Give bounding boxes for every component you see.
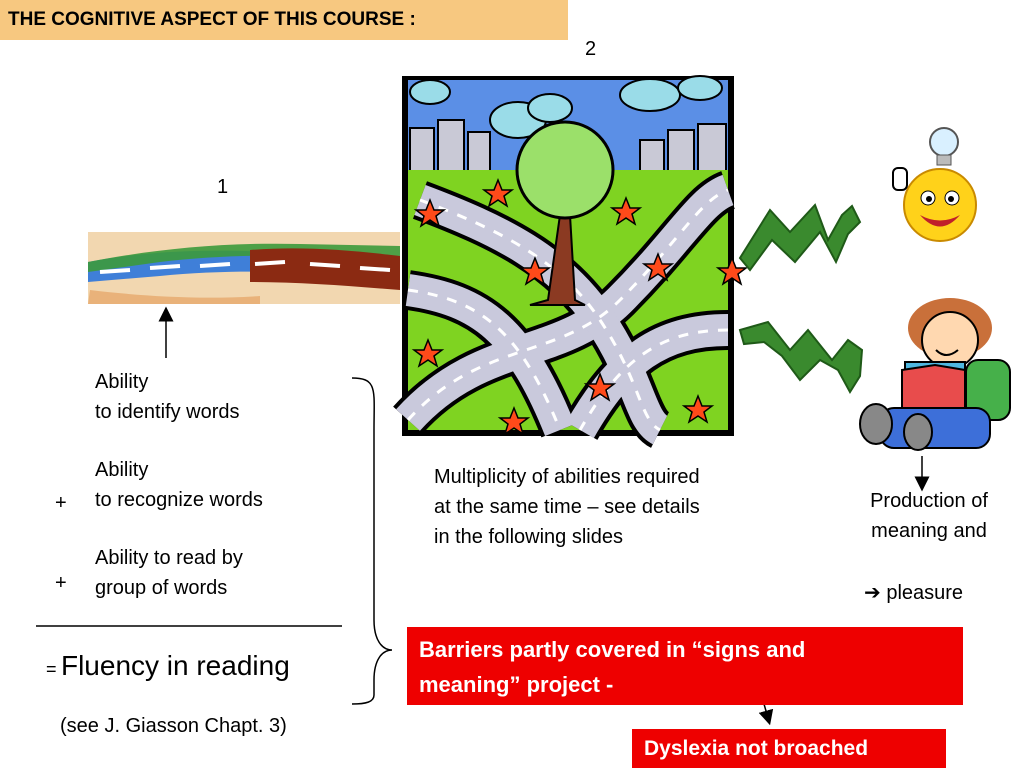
barrier-box: Barriers partly covered in “signs and me… (407, 627, 963, 705)
right-caption: Production of meaning and (870, 490, 988, 542)
reference-text: (see J. Giasson Chapt. 3) (60, 715, 287, 737)
plus-sign-2: + (55, 572, 67, 594)
right-arrow-icon: ➔ (864, 582, 881, 604)
center-caption: Multiplicity of abilities required at th… (434, 466, 700, 548)
boy-reading-icon (859, 298, 1011, 451)
label-number-2: 2 (585, 38, 597, 60)
curly-brace (351, 377, 393, 705)
ability-identify: Ability to identify words (95, 371, 240, 423)
city-roads-image (393, 75, 749, 448)
smiley-lightbulb-icon (892, 127, 977, 242)
label-number-1: 1 (217, 176, 229, 198)
dyslexia-box: Dyslexia not broached (632, 729, 946, 768)
ability-recognize: Ability to recognize words (95, 459, 263, 511)
page-title: THE COGNITIVE ASPECT OF THIS COURSE : (0, 0, 568, 40)
green-arrow-top (738, 203, 862, 272)
plus-sign-1: + (55, 492, 67, 514)
ability-group-read: Ability to read by group of words (95, 547, 243, 599)
green-arrow-bottom (738, 320, 864, 394)
road-strip-image (88, 232, 400, 304)
equals-sign: = (46, 659, 57, 679)
result-text: Fluency in reading (60, 650, 290, 681)
result-line: = Fluency in reading (46, 650, 290, 682)
pleasure-line: ➔ pleasure (864, 582, 964, 604)
